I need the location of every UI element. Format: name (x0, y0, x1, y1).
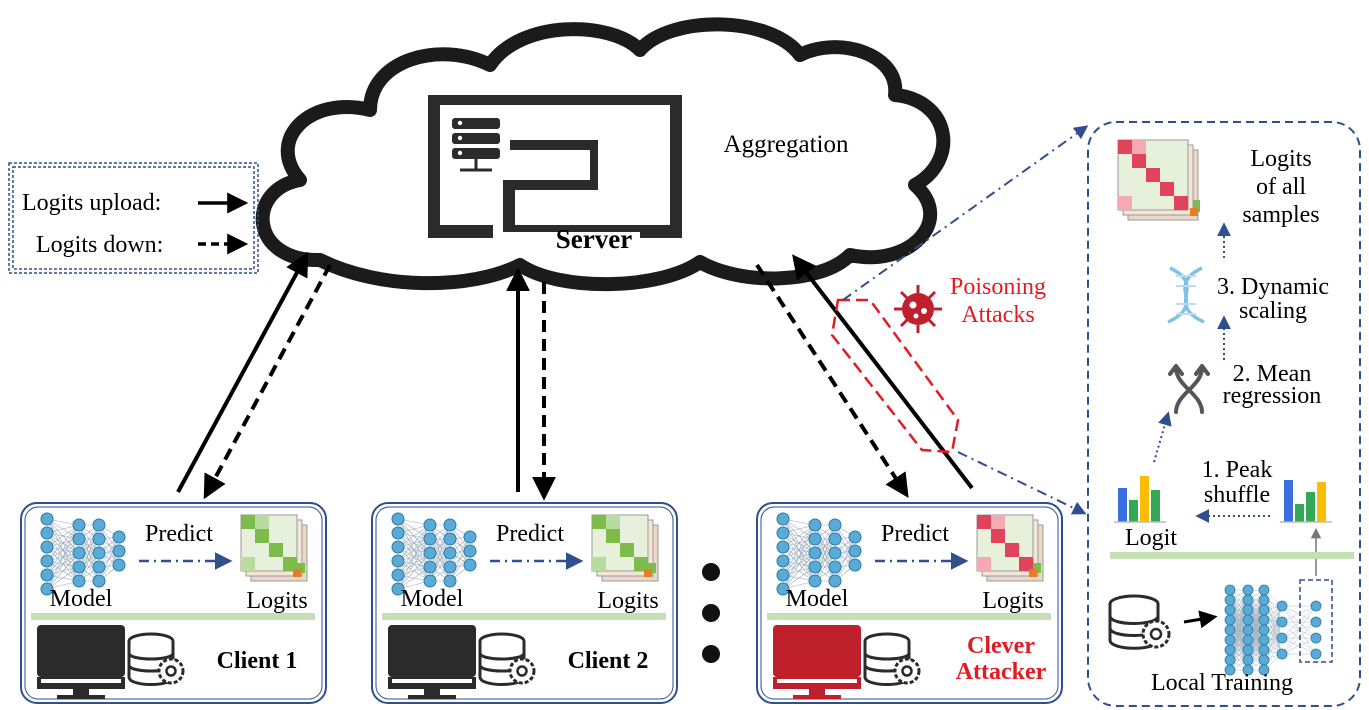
ellipsis-dot (702, 645, 720, 663)
panel-divider (767, 613, 1051, 620)
step2-line1: 2. Mean (1233, 361, 1312, 387)
predict-label: Predict (145, 521, 213, 547)
aggregation-label: Aggregation (724, 131, 849, 158)
ellipsis-dot (702, 604, 720, 622)
client1-arrows (176, 251, 332, 500)
server-label: Server (556, 224, 632, 254)
computer-monitor-icon (37, 625, 125, 699)
predict-label: Predict (496, 521, 564, 547)
database-gear-icon (478, 632, 536, 686)
logits-matrix-icon (591, 514, 659, 582)
local-training-network-icon (1224, 584, 1322, 676)
database-gear-icon (863, 632, 921, 686)
logit-bars-icon (1114, 476, 1166, 523)
client-name-line1: Clever (967, 633, 1035, 659)
logit-label: Logit (1125, 525, 1177, 551)
neural-network-icon (391, 512, 477, 596)
legend-upload-label: Logits upload: (22, 190, 161, 216)
model-label: Model (401, 586, 464, 612)
step3-line2: scaling (1239, 298, 1307, 324)
poisoning-region (830, 298, 960, 454)
neural-network-icon (40, 512, 126, 596)
logits-label: Logits (982, 588, 1043, 614)
panel-divider (382, 613, 666, 620)
client-name-line2: Attacker (956, 659, 1047, 685)
model-label: Model (50, 586, 113, 612)
client-name: Client 1 (217, 648, 298, 674)
zoom-line-bottom (957, 451, 1087, 515)
virus-icon (894, 285, 942, 333)
server-icon (428, 95, 682, 238)
logits-label: Logits (246, 588, 307, 614)
client-name: Client 2 (568, 648, 649, 674)
attacker-detail-panel: Logits of all samples 3. Dynamic scaling… (1087, 121, 1361, 707)
dna-icon (1167, 266, 1205, 324)
legend-down-label: Logits down: (36, 232, 163, 258)
local-training-label: Local Training (1151, 670, 1293, 696)
panel-divider (31, 613, 315, 620)
attacker-arrows (755, 254, 974, 499)
logits-label: Logits (597, 588, 658, 614)
original-logit-bars-icon (1280, 480, 1332, 523)
model-label: Model (786, 586, 849, 612)
attack-label-line1: Poisoning (950, 274, 1046, 300)
logits-all-line1: Logits (1250, 146, 1311, 172)
logits-all-line3: samples (1242, 202, 1319, 228)
merge-icon (1168, 364, 1210, 414)
predict-label: Predict (881, 521, 949, 547)
zoom-line-top (842, 125, 1089, 301)
step3-line1: 3. Dynamic (1217, 274, 1329, 300)
detail-divider (1110, 552, 1354, 559)
computer-monitor-icon (388, 625, 476, 699)
logits-matrix-icon (976, 514, 1044, 582)
attack-label-line2: Attacks (961, 302, 1034, 328)
database-gear-icon (127, 632, 185, 686)
logits-all-matrix (1117, 139, 1200, 221)
client2-arrows (506, 267, 556, 501)
step1-line2: shuffle (1204, 482, 1270, 508)
neural-network-icon (776, 512, 862, 596)
logits-matrix-icon (240, 514, 308, 582)
database-gear-icon (1108, 594, 1171, 650)
step2-line2: regression (1223, 383, 1322, 409)
legend: Logits upload: Logits down: (8, 162, 259, 274)
logits-all-line2: of all (1256, 174, 1306, 200)
computer-monitor-icon (773, 625, 861, 699)
ellipsis-dot (702, 563, 720, 581)
step1-line1: 1. Peak (1202, 457, 1273, 483)
